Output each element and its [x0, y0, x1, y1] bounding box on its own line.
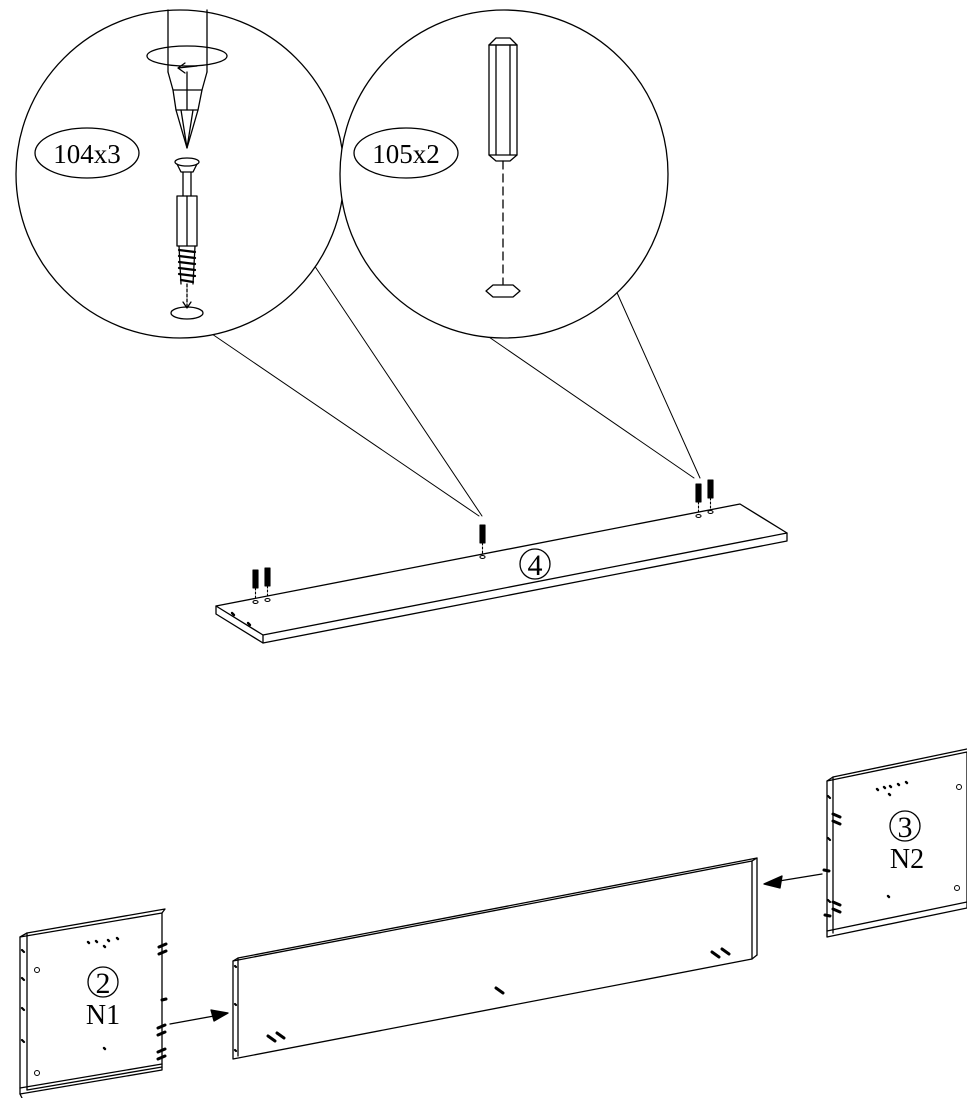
- screwdriver-icon: [146, 9, 228, 149]
- left-panel-code: N1: [86, 1000, 120, 1031]
- part-number-circle: [889, 810, 921, 842]
- part-label-pill: [353, 127, 459, 179]
- left-panel-part-number: 2: [96, 967, 111, 1000]
- back-board: [232, 857, 758, 1060]
- panel-holes: [875, 780, 962, 899]
- right-side-panel: 3 N2: [822, 748, 967, 938]
- right-panel-code: N2: [890, 844, 924, 875]
- board-fittings: [266, 947, 731, 1043]
- arrow-right-icon: [169, 1009, 229, 1025]
- part-number-circle: [87, 966, 119, 998]
- panel-cam-fittings: [156, 942, 168, 1061]
- detail-callout-right: 105x2: [339, 9, 669, 339]
- cam-bolt-icon: [170, 157, 204, 320]
- assembly-arrows: [169, 873, 823, 1025]
- left-side-panel: 2 N1: [19, 908, 168, 1099]
- detail-callout-left: 104x3: [15, 9, 345, 339]
- leader-lines: [211, 261, 701, 517]
- arrow-left-icon: [763, 873, 823, 889]
- shelf-fittings: [252, 479, 714, 605]
- part-label-pill: [34, 127, 140, 179]
- shelf-panel: 4: [215, 479, 788, 644]
- part-label-104: 104x3: [53, 139, 121, 169]
- wooden-dowel-icon: [485, 37, 521, 298]
- part-label-105: 105x2: [372, 139, 440, 169]
- panel-cam-fittings: [822, 812, 842, 918]
- panel-holes: [34, 936, 120, 1076]
- shelf-part-number: 4: [528, 549, 543, 582]
- part-number-circle: [519, 548, 551, 580]
- right-panel-part-number: 3: [898, 811, 913, 844]
